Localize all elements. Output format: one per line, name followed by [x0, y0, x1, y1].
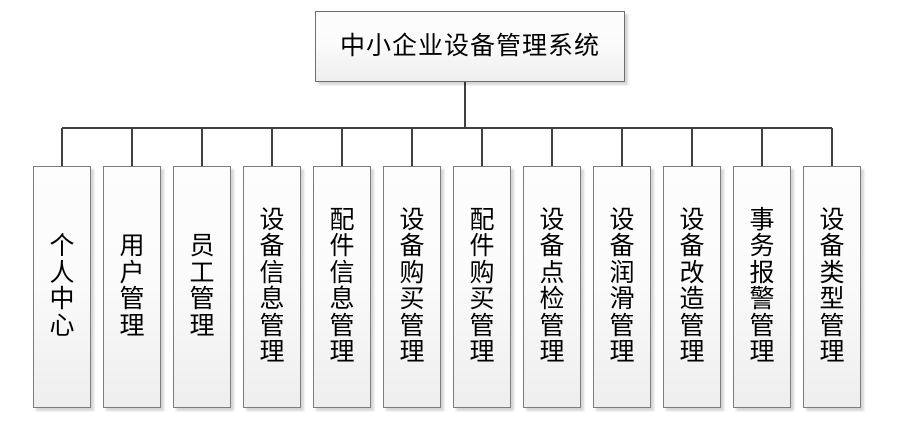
- leaf-node[interactable]: 设 备 购 买 管 理: [383, 166, 441, 408]
- leaf-node[interactable]: 用 户 管 理: [103, 166, 161, 408]
- root-node-label: 中小企业设备管理系统: [339, 32, 600, 60]
- root-node-system-title[interactable]: 中小企业设备管理系统: [315, 11, 625, 82]
- leaf-node-label: 设 备 改 造 管 理: [679, 206, 705, 366]
- leaf-node-label: 员 工 管 理: [189, 233, 215, 340]
- leaf-node[interactable]: 设 备 点 检 管 理: [523, 166, 581, 408]
- leaf-node[interactable]: 设 备 润 滑 管 理: [593, 166, 651, 408]
- leaf-node-label: 用 户 管 理: [119, 233, 145, 340]
- leaf-node-label: 配 件 信 息 管 理: [329, 206, 355, 366]
- leaf-node-label: 事 务 报 警 管 理: [749, 206, 775, 366]
- leaf-node-label: 设 备 信 息 管 理: [259, 206, 285, 366]
- leaf-node-label: 设 备 点 检 管 理: [539, 206, 565, 366]
- leaf-node[interactable]: 配 件 购 买 管 理: [453, 166, 511, 408]
- leaf-node-label: 个 人 中 心: [49, 233, 75, 340]
- leaf-node[interactable]: 设 备 类 型 管 理: [803, 166, 861, 408]
- leaf-node-label: 配 件 购 买 管 理: [469, 206, 495, 366]
- leaf-node-label: 设 备 润 滑 管 理: [609, 206, 635, 366]
- leaf-node-label: 设 备 类 型 管 理: [819, 206, 845, 366]
- leaf-node[interactable]: 设 备 改 造 管 理: [663, 166, 721, 408]
- leaf-node-label: 设 备 购 买 管 理: [399, 206, 425, 366]
- leaf-node[interactable]: 设 备 信 息 管 理: [243, 166, 301, 408]
- leaf-node[interactable]: 事 务 报 警 管 理: [733, 166, 791, 408]
- leaf-node[interactable]: 员 工 管 理: [173, 166, 231, 408]
- leaf-node[interactable]: 个 人 中 心: [33, 166, 91, 408]
- leaf-node[interactable]: 配 件 信 息 管 理: [313, 166, 371, 408]
